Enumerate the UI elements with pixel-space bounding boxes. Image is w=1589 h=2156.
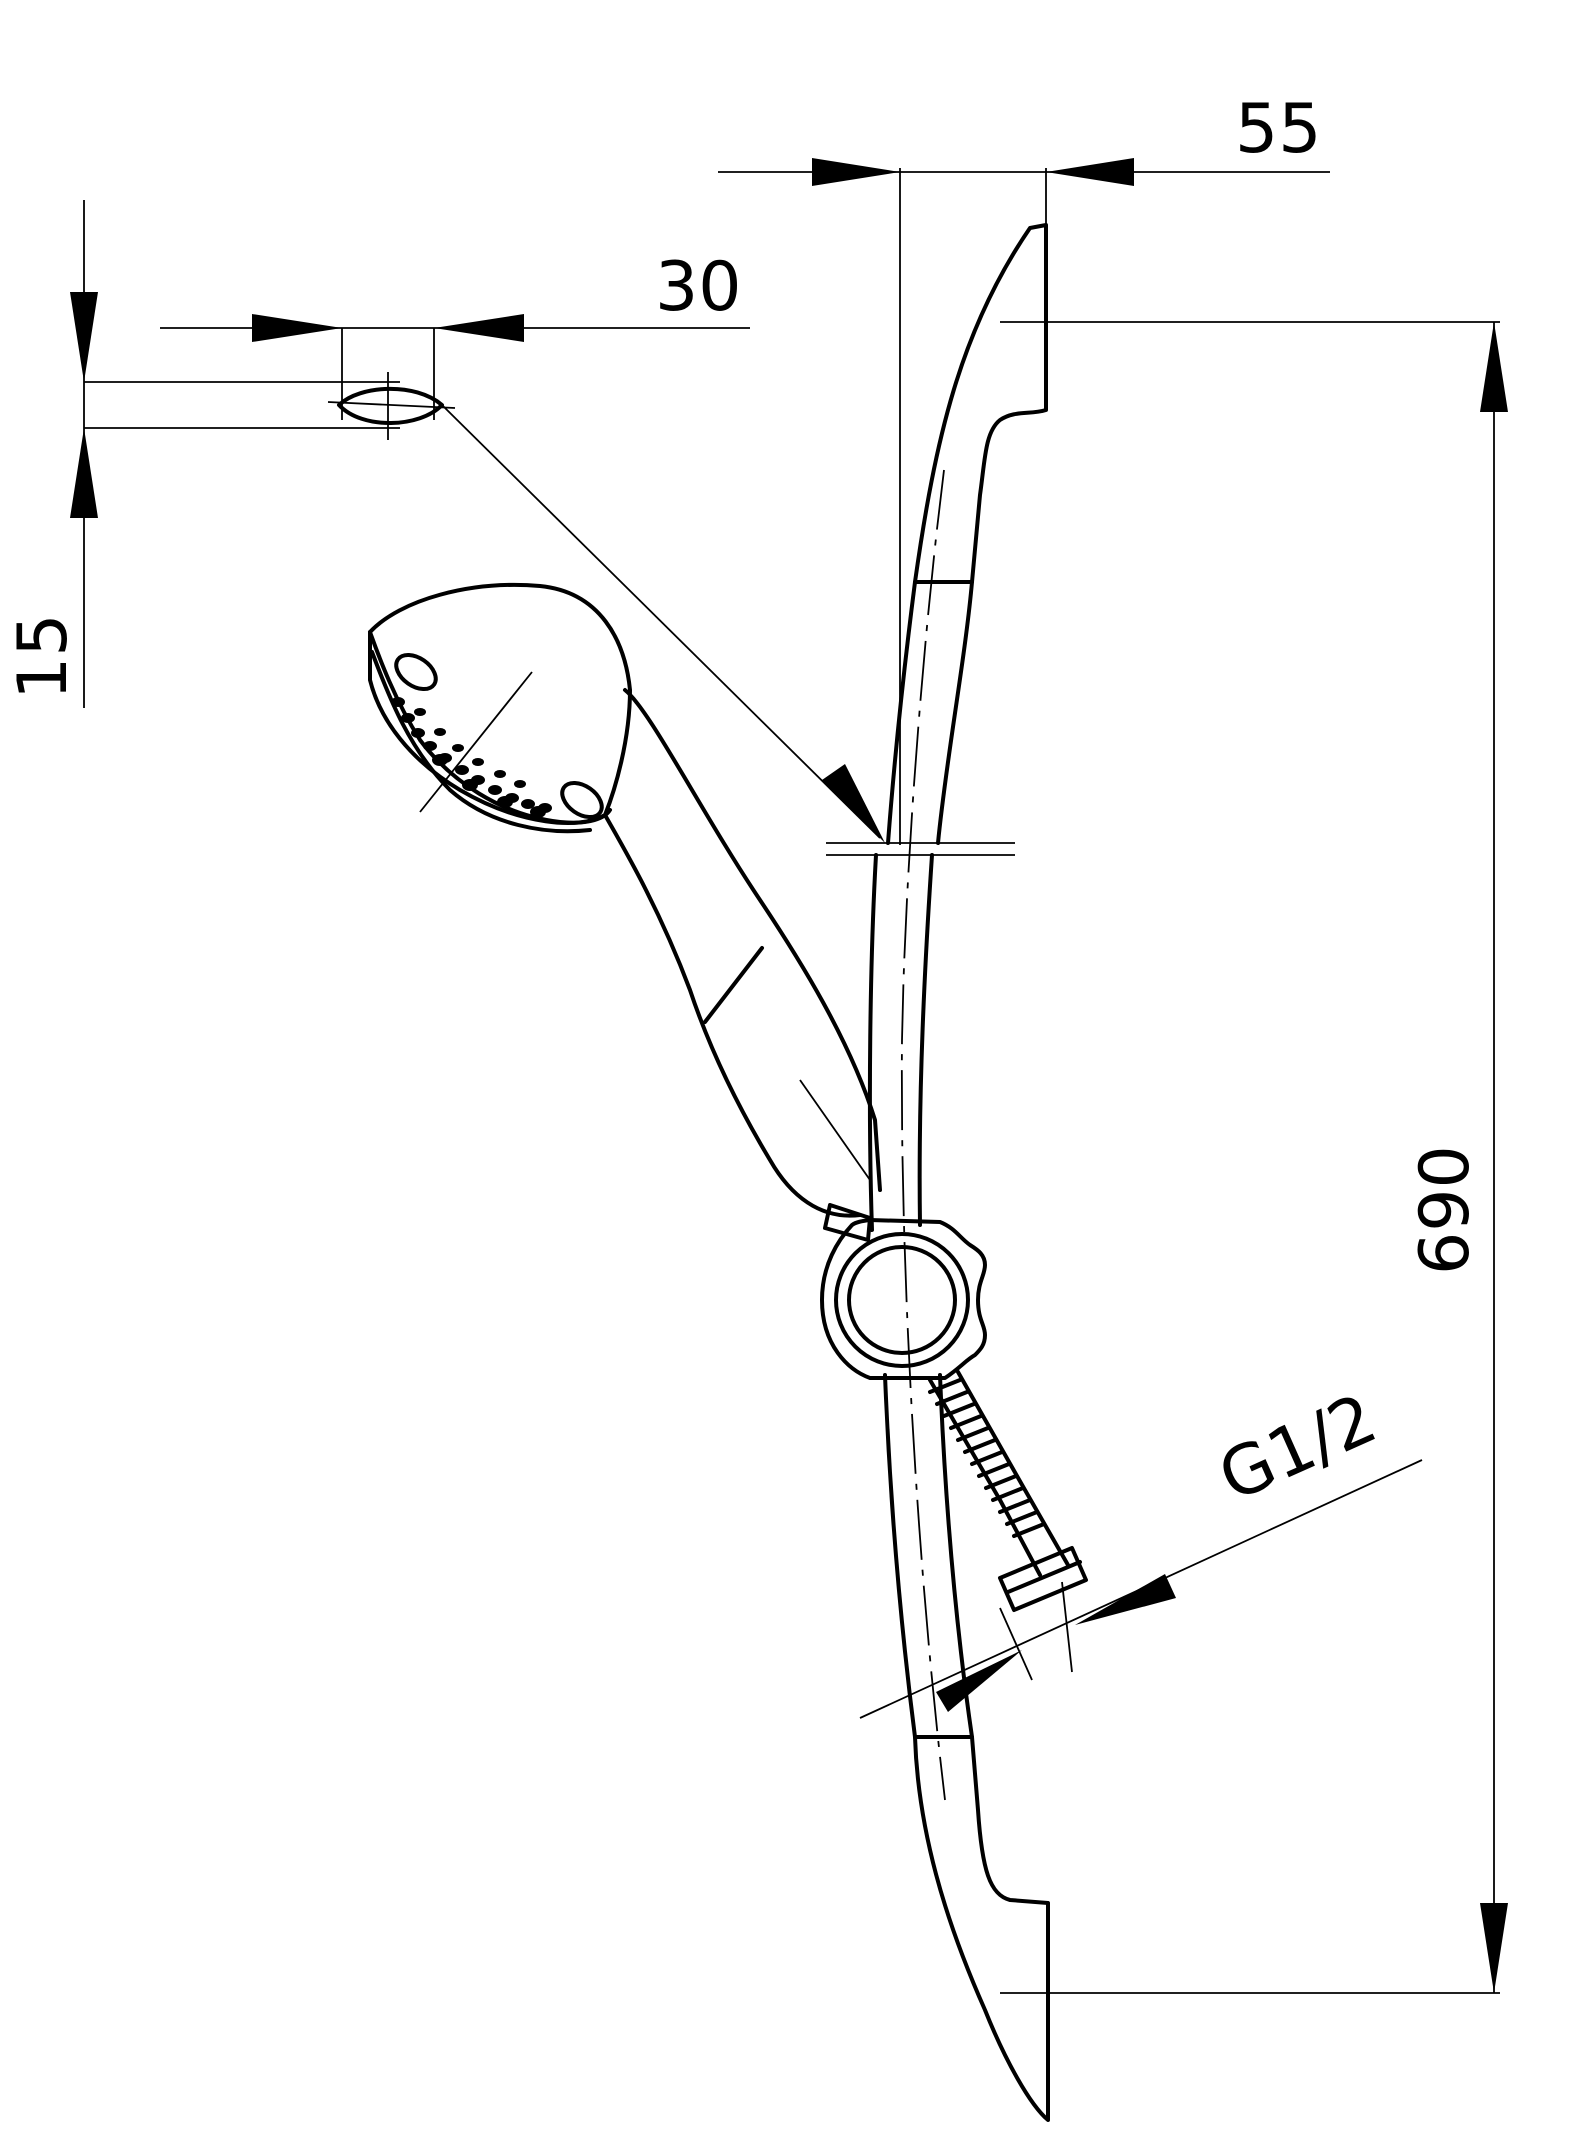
rail-tube bbox=[867, 469, 974, 1801]
lower-wall-bracket bbox=[913, 1735, 1050, 2122]
dimension-15: 15 bbox=[4, 200, 400, 708]
dimension-30: 30 bbox=[160, 248, 750, 420]
dimension-label-15: 15 bbox=[4, 613, 83, 700]
hose-coils bbox=[928, 1378, 1046, 1538]
dimension-label-690: 690 bbox=[1406, 1145, 1485, 1275]
arrowhead bbox=[1046, 158, 1134, 186]
dimension-690: 690 bbox=[1000, 321, 1508, 1994]
arrowhead bbox=[1480, 322, 1508, 412]
dimension-label-30: 30 bbox=[655, 248, 742, 327]
arrowhead bbox=[70, 292, 98, 382]
arrowhead bbox=[434, 314, 524, 342]
arrowhead bbox=[252, 314, 342, 342]
dimension-label-55: 55 bbox=[1235, 90, 1322, 169]
nozzle-holes bbox=[391, 652, 604, 820]
arrowhead bbox=[812, 158, 900, 186]
arrowhead bbox=[1075, 1574, 1176, 1625]
arrowhead bbox=[70, 428, 98, 518]
dimension-label-g1-2: G1/2 bbox=[1208, 1379, 1388, 1517]
shower-hose bbox=[928, 1370, 1088, 1612]
section-leader bbox=[441, 404, 1015, 856]
hand-shower bbox=[368, 582, 882, 1242]
slider-holder bbox=[820, 1218, 987, 1380]
upper-wall-bracket bbox=[913, 223, 1048, 584]
arrowhead bbox=[1480, 1903, 1508, 1993]
dimension-55: 55 bbox=[718, 90, 1330, 845]
arrowhead bbox=[936, 1650, 1022, 1712]
arrowhead bbox=[822, 764, 885, 843]
